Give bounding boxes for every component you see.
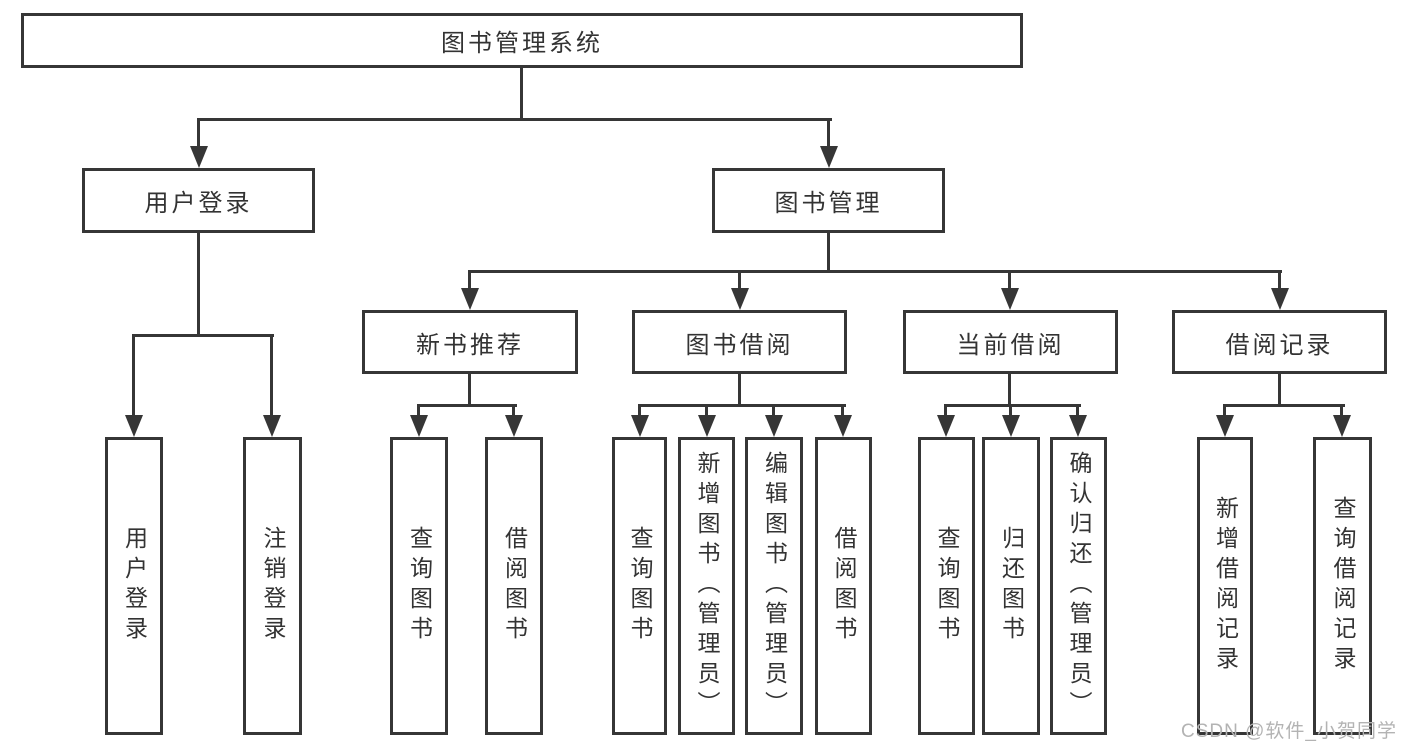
leaf-newbooks-borrow-books: 借阅图书 bbox=[485, 437, 543, 735]
leaf-records-add-record-label: 新增借阅记录 bbox=[1212, 496, 1239, 676]
leaf-current-query-books: 查询图书 bbox=[918, 437, 975, 735]
connector-line bbox=[1278, 270, 1281, 290]
arrow-down-icon bbox=[190, 146, 208, 168]
connector-line bbox=[772, 404, 775, 417]
connector-line bbox=[197, 233, 200, 336]
connector-line bbox=[638, 404, 846, 407]
connector-line bbox=[705, 404, 708, 417]
leaf-current-confirm-return-admin: 确认归还（管理员） bbox=[1050, 437, 1107, 735]
leaf-borrowing-borrow-books: 借阅图书 bbox=[815, 437, 872, 735]
connector-line bbox=[468, 270, 471, 290]
connector-line bbox=[1076, 404, 1079, 417]
arrow-down-icon bbox=[765, 415, 783, 437]
leaf-newbooks-query-books: 查询图书 bbox=[390, 437, 448, 735]
arrow-down-icon bbox=[834, 415, 852, 437]
connector-line bbox=[270, 334, 273, 415]
arrow-down-icon bbox=[410, 415, 428, 437]
arrow-down-icon bbox=[1002, 415, 1020, 437]
leaf-current-return-books: 归还图书 bbox=[982, 437, 1040, 735]
leaf-borrowing-edit-books-admin-label: 编辑图书（管理员） bbox=[761, 451, 788, 721]
connector-line bbox=[512, 404, 515, 417]
leaf-current-confirm-return-admin-label: 确认归还（管理员） bbox=[1066, 451, 1092, 721]
connector-line bbox=[841, 404, 844, 417]
leaf-borrowing-add-books-admin: 新增图书（管理员） bbox=[678, 437, 735, 735]
connector-line bbox=[1278, 374, 1281, 406]
connector-line bbox=[132, 334, 135, 415]
leaf-logout-label: 注销登录 bbox=[260, 526, 286, 646]
leaf-borrowing-query-books-label: 查询图书 bbox=[627, 526, 653, 646]
leaf-borrowing-query-books: 查询图书 bbox=[612, 437, 667, 735]
connector-line bbox=[197, 118, 200, 146]
connector-line bbox=[1008, 374, 1011, 406]
leaf-records-add-record: 新增借阅记录 bbox=[1197, 437, 1253, 735]
arrow-down-icon bbox=[125, 415, 143, 437]
arrow-down-icon bbox=[1333, 415, 1351, 437]
connector-line bbox=[417, 404, 420, 417]
connector-line bbox=[944, 404, 947, 417]
connector-line bbox=[468, 270, 1282, 273]
connector-line bbox=[417, 404, 517, 407]
arrow-down-icon bbox=[1001, 288, 1019, 310]
arrow-down-icon bbox=[1216, 415, 1234, 437]
connector-line bbox=[1009, 404, 1012, 417]
node-book-borrowing: 图书借阅 bbox=[632, 310, 847, 374]
arrow-down-icon bbox=[505, 415, 523, 437]
arrow-down-icon bbox=[820, 146, 838, 168]
watermark: CSDN @软件_小贺同学 bbox=[1181, 721, 1397, 742]
node-user-login: 用户登录 bbox=[82, 168, 315, 233]
connector-line bbox=[520, 68, 523, 121]
connector-line bbox=[738, 270, 741, 290]
node-borrowing-records: 借阅记录 bbox=[1172, 310, 1387, 374]
connector-line bbox=[827, 233, 830, 273]
node-book-management-label: 图书管理 bbox=[774, 190, 883, 217]
connector-line bbox=[827, 118, 830, 146]
node-library-system: 图书管理系统 bbox=[21, 13, 1023, 68]
node-new-book-recommend-label: 新书推荐 bbox=[416, 331, 524, 359]
node-borrowing-records-label: 借阅记录 bbox=[1225, 331, 1334, 359]
leaf-borrowing-borrow-books-label: 借阅图书 bbox=[831, 526, 857, 646]
node-current-borrowing-label: 当前借阅 bbox=[956, 331, 1065, 359]
leaf-records-query-record-label: 查询借阅记录 bbox=[1330, 496, 1356, 676]
leaf-logout: 注销登录 bbox=[243, 437, 302, 735]
arrow-down-icon bbox=[631, 415, 649, 437]
leaf-newbooks-query-books-label: 查询图书 bbox=[406, 526, 433, 646]
leaf-newbooks-borrow-books-label: 借阅图书 bbox=[501, 526, 528, 646]
node-user-login-label: 用户登录 bbox=[144, 190, 253, 217]
arrow-down-icon bbox=[1271, 288, 1289, 310]
leaf-borrowing-edit-books-admin: 编辑图书（管理员） bbox=[745, 437, 803, 735]
arrow-down-icon bbox=[461, 288, 479, 310]
connector-line bbox=[638, 404, 641, 417]
leaf-borrowing-add-books-admin-label: 新增图书（管理员） bbox=[694, 451, 720, 721]
connector-line bbox=[1223, 404, 1345, 407]
leaf-user-login: 用户登录 bbox=[105, 437, 163, 735]
node-library-system-label: 图书管理系统 bbox=[441, 30, 603, 57]
connector-line bbox=[468, 374, 471, 406]
connector-line bbox=[1008, 270, 1011, 290]
node-current-borrowing: 当前借阅 bbox=[903, 310, 1118, 374]
arrow-down-icon bbox=[937, 415, 955, 437]
arrow-down-icon bbox=[731, 288, 749, 310]
connector-line bbox=[738, 374, 741, 406]
connector-line bbox=[944, 404, 1081, 407]
leaf-current-return-books-label: 归还图书 bbox=[998, 526, 1025, 646]
connector-line bbox=[197, 118, 832, 121]
leaf-records-query-record: 查询借阅记录 bbox=[1313, 437, 1372, 735]
node-new-book-recommend: 新书推荐 bbox=[362, 310, 578, 374]
arrow-down-icon bbox=[1069, 415, 1087, 437]
leaf-user-login-label: 用户登录 bbox=[121, 526, 148, 646]
node-book-borrowing-label: 图书借阅 bbox=[685, 331, 794, 359]
connector-line bbox=[1340, 404, 1343, 417]
leaf-current-query-books-label: 查询图书 bbox=[934, 526, 960, 646]
node-book-management: 图书管理 bbox=[712, 168, 945, 233]
arrow-down-icon bbox=[698, 415, 716, 437]
connector-line bbox=[1223, 404, 1226, 417]
arrow-down-icon bbox=[263, 415, 281, 437]
connector-line bbox=[132, 334, 274, 337]
